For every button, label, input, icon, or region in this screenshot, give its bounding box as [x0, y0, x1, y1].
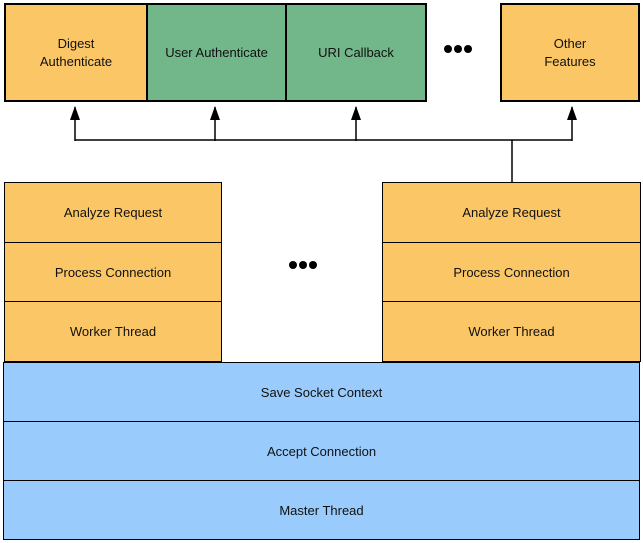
- feature-label: User Authenticate: [165, 44, 268, 60]
- row-label: Analyze Request: [63, 204, 163, 220]
- row-label: Worker Thread: [69, 324, 157, 340]
- stack-row-master-thread: Master Thread: [4, 480, 639, 539]
- stack-row-accept-connection: Accept Connection: [4, 421, 639, 480]
- row-label: Process Connection: [54, 264, 172, 280]
- row-label: Save Socket Context: [260, 384, 383, 400]
- feature-band: Digest Authenticate User Authenticate UR…: [4, 3, 427, 102]
- stack-row-analyze-request: Analyze Request: [383, 183, 640, 242]
- master-stack: Save Socket Context Accept Connection Ma…: [3, 362, 640, 540]
- stack-row-worker-thread: Worker Thread: [383, 301, 640, 361]
- feature-box-uri-callback: URI Callback: [285, 5, 425, 100]
- stack-row-analyze-request: Analyze Request: [5, 183, 221, 242]
- feature-box-digest-authenticate: Digest Authenticate: [6, 5, 146, 100]
- row-label: Process Connection: [453, 264, 570, 280]
- feature-label: Other Features: [544, 35, 596, 69]
- ellipsis-icon: [289, 261, 317, 269]
- stack-row-save-socket-context: Save Socket Context: [4, 363, 639, 421]
- row-label: Master Thread: [279, 502, 364, 518]
- feature-label: Digest Authenticate: [39, 35, 113, 69]
- worker-stack-right: Analyze Request Process Connection Worke…: [382, 182, 641, 362]
- stack-row-worker-thread: Worker Thread: [5, 301, 221, 361]
- ellipsis-icon: [444, 45, 472, 53]
- row-label: Worker Thread: [468, 324, 555, 340]
- stack-row-process-connection: Process Connection: [5, 241, 221, 302]
- row-label: Analyze Request: [462, 204, 561, 220]
- feature-box-other-features: Other Features: [500, 3, 640, 102]
- row-label: Accept Connection: [266, 443, 377, 459]
- feature-label: URI Callback: [318, 44, 394, 60]
- feature-box-user-authenticate: User Authenticate: [146, 5, 285, 100]
- stack-row-process-connection: Process Connection: [383, 241, 640, 302]
- worker-stack-left: Analyze Request Process Connection Worke…: [4, 182, 222, 362]
